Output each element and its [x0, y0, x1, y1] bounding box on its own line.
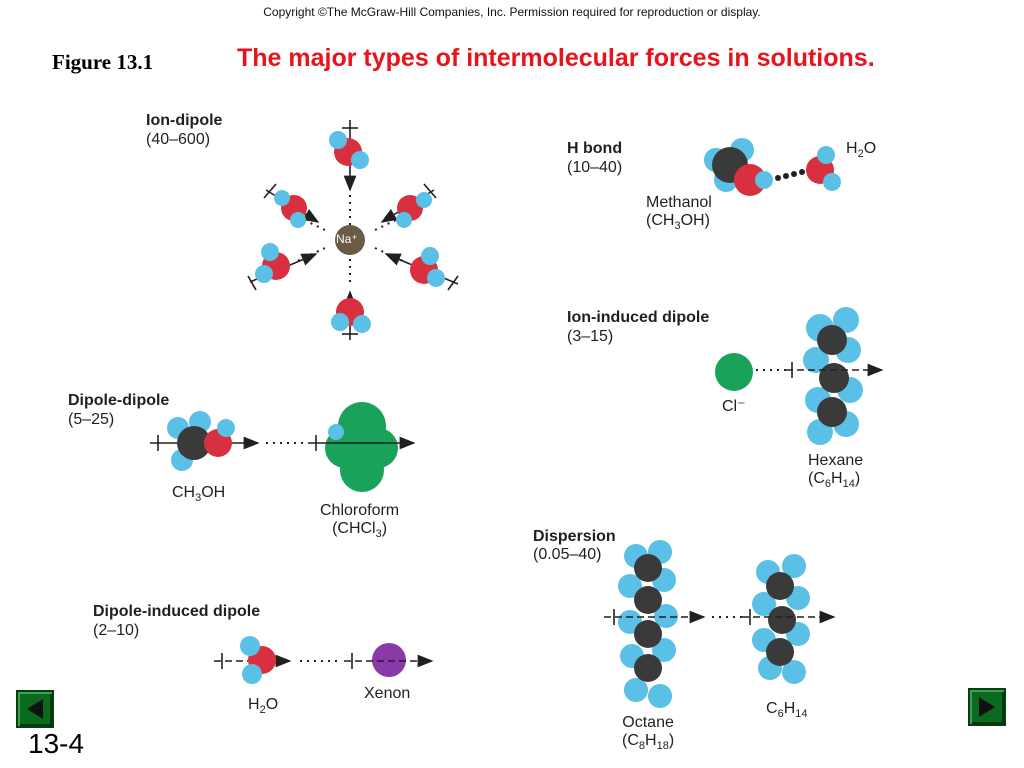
hexane-molecule [803, 307, 863, 445]
ion-induced-dipole-title: Ion-induced dipole [567, 309, 710, 326]
h-bond-range: (10–40) [567, 159, 623, 176]
hexane-formula-label: C6H14 [766, 700, 808, 721]
dispersion-diagram [604, 540, 836, 708]
hexane-molecule-dispersion [752, 554, 810, 684]
dipole-induced-dipole-diagram [214, 636, 434, 684]
dipole-dipole-diagram [150, 402, 416, 492]
chloride-ion [715, 353, 753, 391]
next-slide-button[interactable] [968, 688, 1006, 726]
methanol-formula-label: CH3OH [172, 484, 226, 505]
chloroform-molecule [325, 402, 398, 492]
water-molecule-upper-left [274, 190, 307, 228]
sodium-ion [335, 225, 365, 255]
ion-dipole-title: Ion-dipole [146, 112, 223, 129]
ion-induced-dipole-diagram [715, 307, 884, 445]
water-molecule-top [329, 131, 369, 169]
dipole-induced-dipole-range: (2–10) [93, 622, 140, 639]
figure-title: The major types of intermolecular forces… [237, 44, 875, 72]
h-bond-title: H bond [567, 140, 623, 157]
copyright-notice: Copyright ©The McGraw-Hill Companies, In… [263, 5, 761, 19]
methanol-label: Methanol (CH3OH) [646, 194, 712, 233]
slide-number: 13-4 [28, 728, 85, 759]
dispersion-title: Dispersion [533, 528, 616, 545]
figure-label: Figure 13.1 [52, 50, 154, 74]
hexane-label: Hexane (C6H14) [808, 452, 864, 491]
methanol-molecule [167, 411, 235, 471]
dipole-dipole-title: Dipole-dipole [68, 392, 170, 409]
dispersion-range: (0.05–40) [533, 546, 602, 563]
ion-induced-dipole-range: (3–15) [567, 328, 614, 345]
h-bond-diagram [704, 138, 841, 196]
triangle-right-icon [979, 697, 995, 717]
water-molecule-bottom [331, 298, 371, 333]
triangle-left-icon [27, 699, 43, 719]
previous-slide-button[interactable] [16, 690, 54, 728]
chloroform-label: Chloroform (CHCl3) [320, 502, 400, 541]
sodium-ion-label: Na⁺ [336, 232, 358, 246]
octane-molecule [618, 540, 678, 708]
dipole-induced-dipole-title: Dipole-induced dipole [93, 603, 261, 620]
xenon-atom [372, 643, 406, 677]
water-molecule-lower-right [410, 247, 445, 287]
ion-dipole-range: (40–600) [146, 131, 211, 148]
water-molecule-dipole [240, 636, 276, 684]
dipole-dipole-range: (5–25) [68, 411, 115, 428]
xenon-label: Xenon [364, 685, 411, 702]
water-molecule-lower-left [255, 243, 290, 283]
water-molecule-upper-right [396, 192, 432, 228]
water-label-h-bond: H2O [846, 140, 877, 161]
octane-label: Octane (C8H18) [622, 714, 675, 753]
chloride-label: Cl⁻ [722, 398, 746, 415]
ion-dipole-diagram [247, 120, 459, 340]
water-label-induced: H2O [248, 696, 279, 717]
